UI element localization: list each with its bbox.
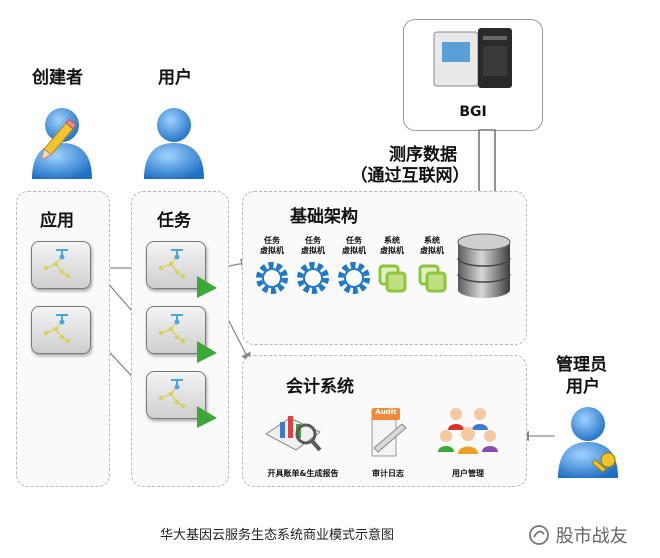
workflow-icon <box>43 249 71 279</box>
vm-item-task-3: 任务 虚拟机 <box>334 236 374 298</box>
audit-sign-text: Audit <box>375 408 397 416</box>
vm-item-system-2: 系统 虚拟机 <box>412 236 452 298</box>
vm-icon <box>378 264 407 293</box>
sequencer-icon <box>433 28 512 88</box>
admin-label-line1: 管理员 <box>556 355 607 375</box>
admin-avatar-icon <box>558 407 618 478</box>
sequencing-data-label: 测序数据 <box>389 145 457 165</box>
user-label: 用户 <box>158 68 192 88</box>
tasks-title: 任务 <box>157 211 191 231</box>
vm-label-line2: 虚拟机 <box>342 246 366 255</box>
running-workflow-icon <box>158 249 217 298</box>
creator-label: 创建者 <box>32 68 83 88</box>
creator-avatar-icon <box>32 108 92 179</box>
vm-item-task-2: 任务 虚拟机 <box>293 236 333 298</box>
app-workflow-tile[interactable] <box>31 241 91 289</box>
vm-label-line2: 虚拟机 <box>420 246 444 255</box>
watermark-text: 股市战友 <box>555 526 628 547</box>
billing-report-label: 开具账单&生成报告 <box>267 469 339 478</box>
vm-item-task-1: 任务 虚拟机 <box>252 236 292 298</box>
task-workflow-tile[interactable] <box>146 241 217 298</box>
user-management-icon <box>438 408 498 454</box>
vm-label-line1: 任务 <box>264 236 280 245</box>
database-icon <box>457 233 511 298</box>
apps-title: 应用 <box>40 211 74 231</box>
workflow-icon <box>43 314 71 344</box>
running-workflow-icon <box>158 379 217 428</box>
sequencing-via-internet-label: （通过互联网） <box>350 166 470 186</box>
vm-icon <box>418 264 447 293</box>
gear-icon <box>297 262 329 294</box>
accounting-title: 会计系统 <box>286 377 354 397</box>
bgi-label: BGI <box>459 104 487 120</box>
gear-icon <box>338 262 370 294</box>
watermark-logo-icon: 股市战友 <box>528 522 628 548</box>
vm-label-line1: 系统 <box>424 236 440 245</box>
task-workflow-tile[interactable] <box>146 371 217 428</box>
app-workflow-tile[interactable] <box>31 306 91 354</box>
infrastructure-title: 基础架构 <box>290 207 358 227</box>
audit-log-label: 审计日志 <box>372 469 404 478</box>
vm-label-line1: 任务 <box>305 236 321 245</box>
figure-caption: 华大基因云服务生态系统商业模式示意图 <box>160 528 395 543</box>
user-management-label: 用户管理 <box>452 469 484 478</box>
billing-report-icon <box>265 416 322 452</box>
admin-label-line2: 用户 <box>566 377 600 397</box>
bgi-sequencer-box: BGI <box>403 19 543 131</box>
running-workflow-icon <box>158 314 217 363</box>
vm-label-line1: 任务 <box>346 236 362 245</box>
vm-label-line2: 虚拟机 <box>260 246 284 255</box>
vm-label-line2: 虚拟机 <box>380 246 404 255</box>
gear-icon <box>256 262 288 294</box>
task-workflow-tile[interactable] <box>146 306 217 363</box>
vm-item-system-1: 系统 虚拟机 <box>372 236 412 298</box>
user-avatar-icon <box>144 108 204 179</box>
vm-label-line1: 系统 <box>384 236 400 245</box>
vm-label-line2: 虚拟机 <box>301 246 325 255</box>
audit-log-icon: Audit <box>366 404 410 460</box>
